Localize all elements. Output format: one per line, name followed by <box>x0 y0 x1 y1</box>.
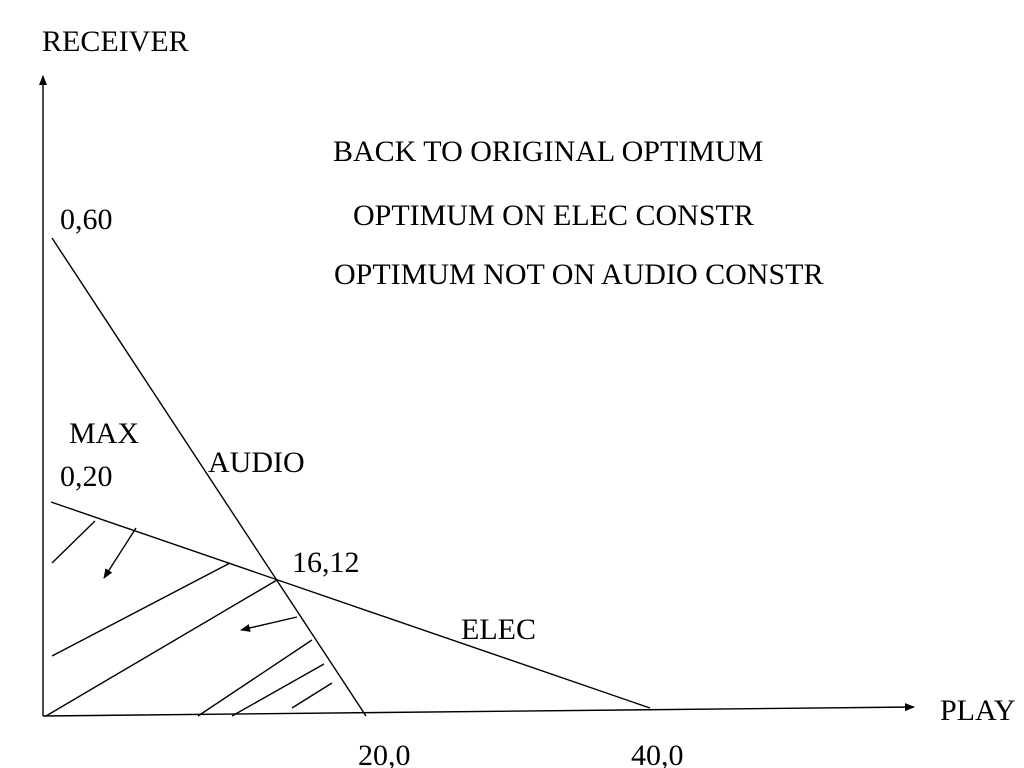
audio-feasible-direction-arrow <box>240 616 298 632</box>
audio-constraint-line <box>51 237 367 717</box>
optimum-point-label: 16,12 <box>292 546 360 579</box>
elec-constraint-line <box>50 501 651 709</box>
objective-label: MAX <box>69 417 140 450</box>
note-back-to-original-optimum: BACK TO ORIGINAL OPTIMUM <box>333 135 764 168</box>
note-optimum-on-elec-constr: OPTIMUM ON ELEC CONSTR <box>353 199 754 232</box>
elec-y-intercept-label: 0,20 <box>60 460 113 493</box>
audio-x-intercept-label: 20,0 <box>358 739 411 768</box>
note-optimum-not-on-audio-constr: OPTIMUM NOT ON AUDIO CONSTR <box>334 258 824 291</box>
elec-x-intercept-label: 40,0 <box>631 739 684 768</box>
feasible-region-hatching <box>45 520 333 717</box>
elec-feasible-direction-arrow <box>103 527 137 579</box>
x-axis <box>42 703 915 717</box>
audio-y-intercept-label: 0,60 <box>60 203 113 236</box>
audio-constraint-label: AUDIO <box>208 446 305 479</box>
y-axis-label: RECEIVER <box>42 25 189 58</box>
x-axis-label: PLAY <box>940 694 1016 727</box>
elec-constraint-label: ELEC <box>461 613 536 646</box>
